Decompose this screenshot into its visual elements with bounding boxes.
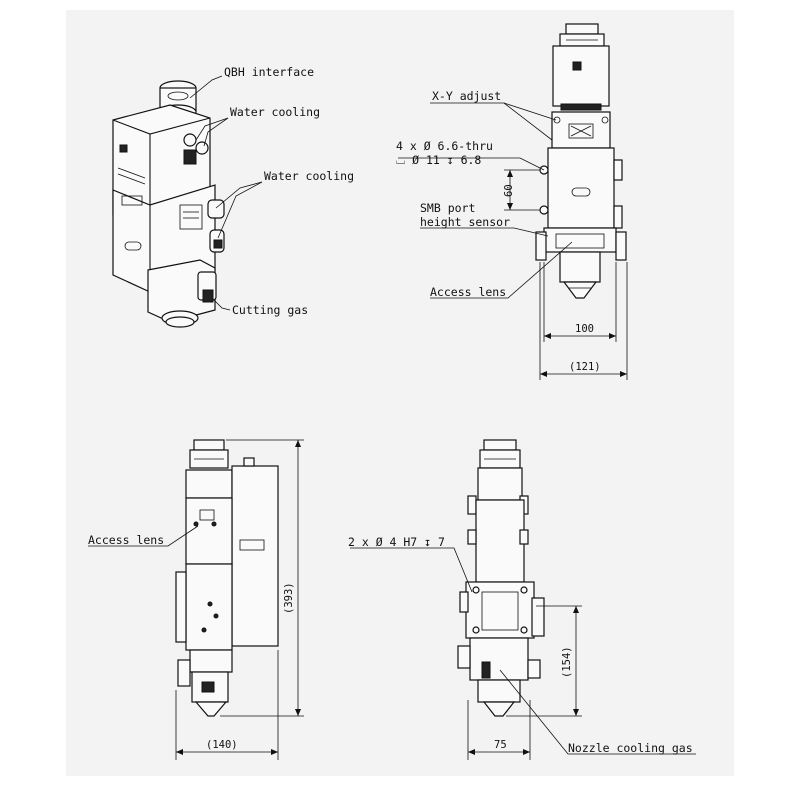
rear-view [457, 439, 545, 717]
label-holes-counterbore: ⌴ Ø 11 ↧ 6.8 [396, 153, 481, 167]
label-qbh-interface: QBH interface [224, 65, 314, 79]
side-view-dimensions [88, 439, 304, 760]
label-access-lens-front: Access lens [430, 285, 506, 299]
rear-view-dimensions [350, 547, 696, 760]
dim-393: (393) [283, 582, 295, 614]
isometric-view [112, 80, 225, 328]
dim-154: (154) [561, 646, 573, 678]
label-smb-port: SMB port [420, 201, 475, 215]
dim-100: 100 [575, 323, 594, 335]
side-view [175, 439, 279, 717]
dim-121: (121) [569, 361, 601, 373]
label-nozzle-cooling-gas: Nozzle cooling gas [568, 741, 693, 755]
dim-60: 60 [503, 184, 515, 197]
dim-75: 75 [494, 739, 507, 751]
label-dowel-pins: 2 x Ø 4 H7 ↧ 7 [348, 535, 445, 549]
front-view [535, 23, 627, 299]
isometric-leaders [189, 75, 263, 311]
dim-140: (140) [206, 739, 238, 751]
label-holes-thru: 4 x Ø 6.6-thru [396, 139, 493, 153]
label-xy-adjust: X-Y adjust [432, 89, 501, 103]
front-view-leaders [398, 102, 573, 299]
label-access-lens-side: Access lens [88, 533, 164, 547]
label-height-sensor: height sensor [420, 215, 510, 229]
front-view-dimensions [504, 169, 628, 380]
label-cutting-gas: Cutting gas [232, 303, 308, 317]
label-water-cooling-upper: Water cooling [230, 105, 320, 119]
label-water-cooling-lower: Water cooling [264, 169, 354, 183]
